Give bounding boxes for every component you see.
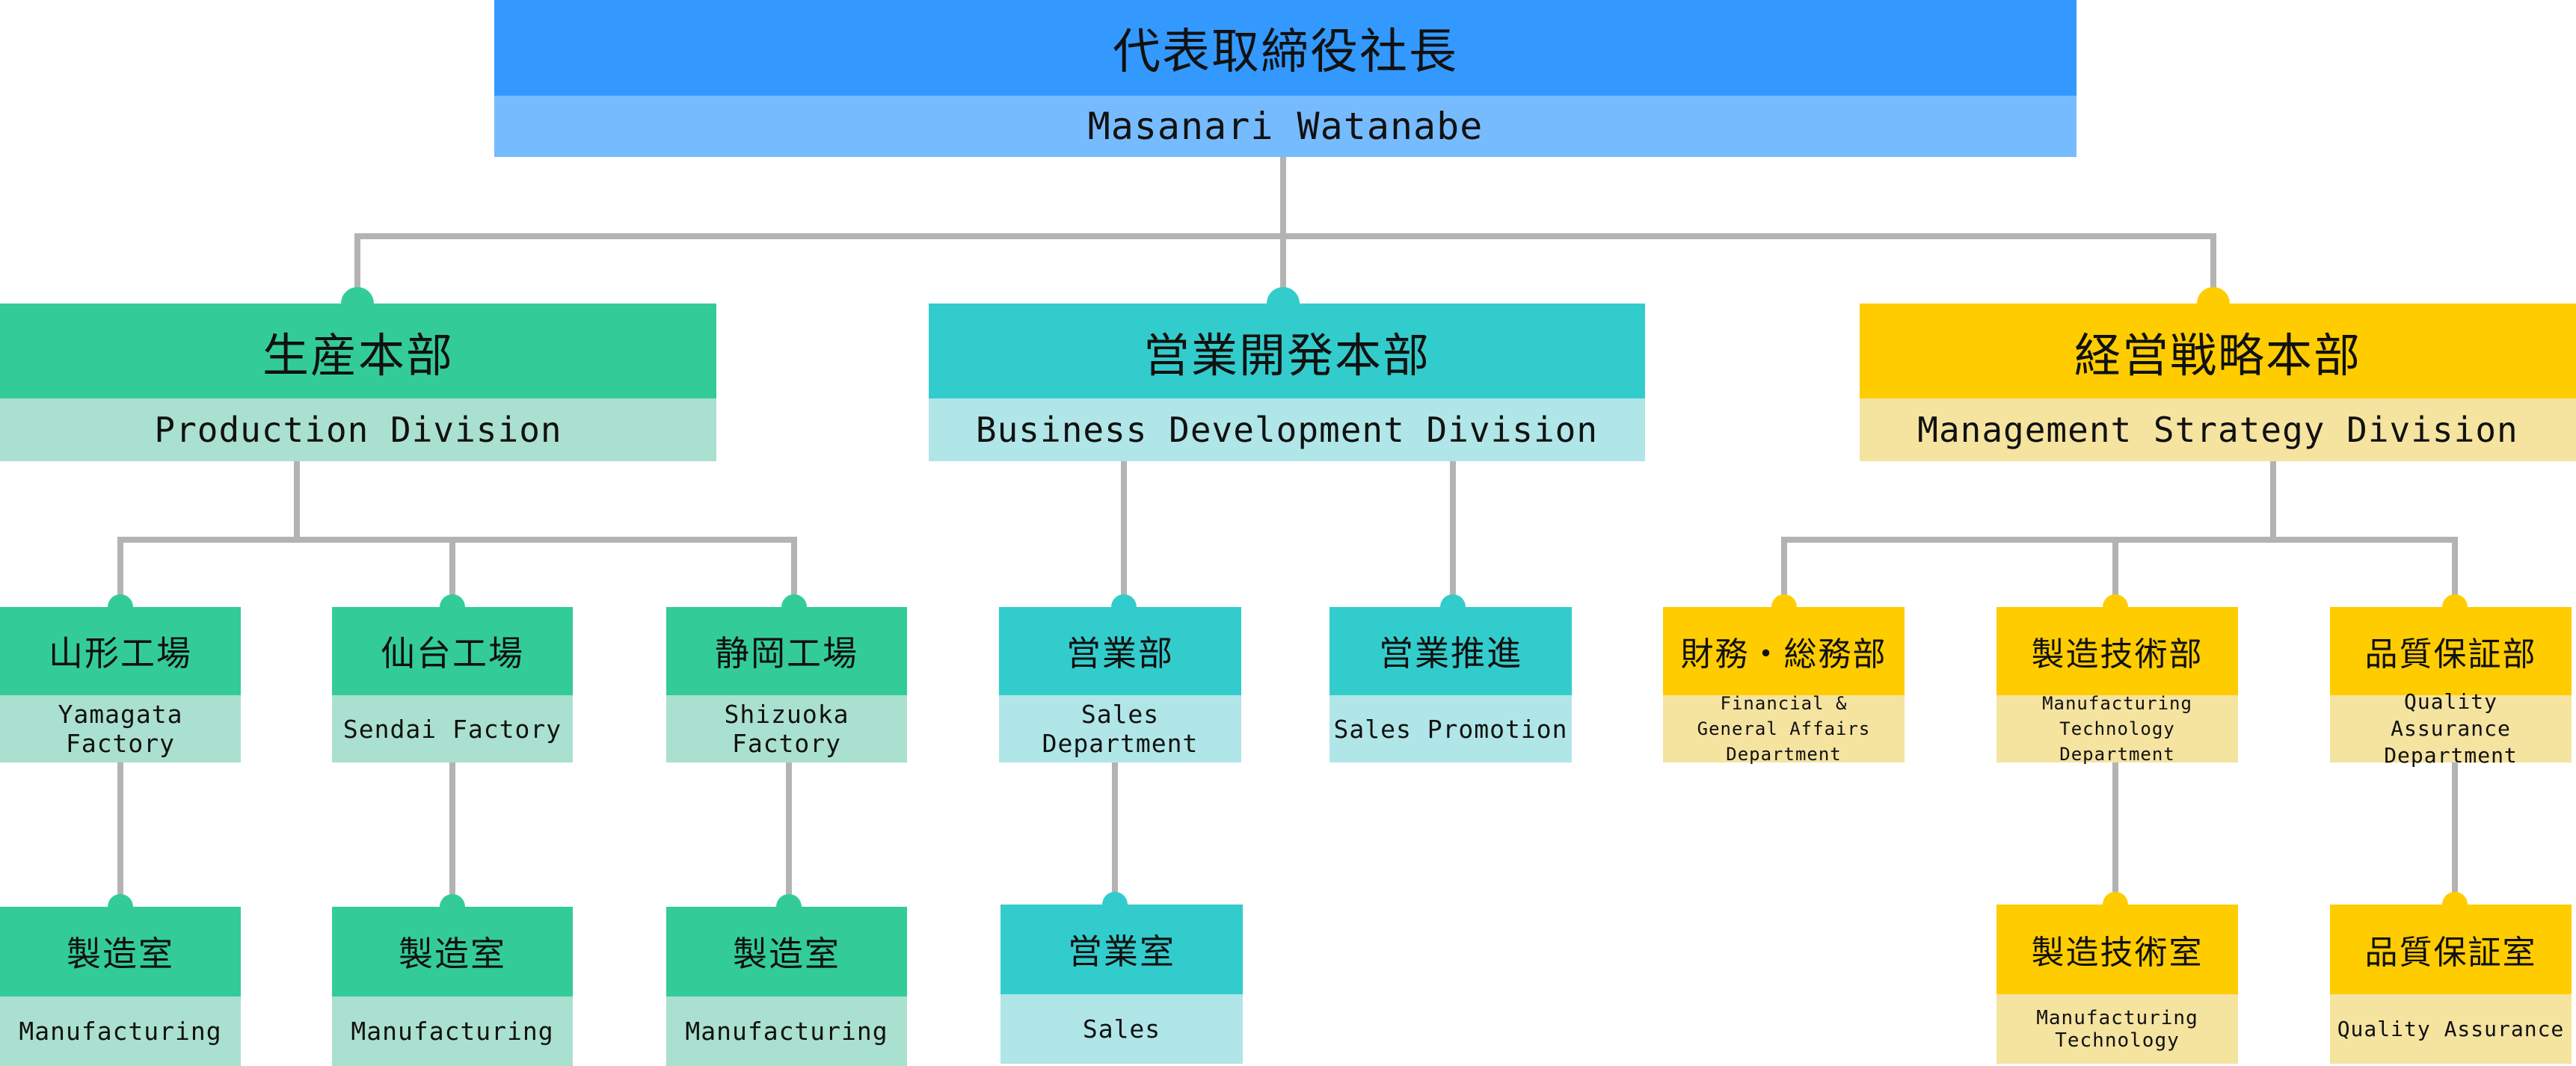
section-manufacturing-technology: 製造技術室 Manufacturing Technology [1996,905,2238,1064]
division-title-ja: 生産本部 [0,304,716,398]
department-title-ja: 静岡工場 [666,607,907,695]
department-shizuoka-factory: 静岡工場 Shizuoka Factory [666,607,907,762]
department-quality-assurance: 品質保証部 Quality Assurance Department [2330,607,2572,768]
department-sendai-factory: 仙台工場 Sendai Factory [332,607,573,762]
section-title-en: Manufacturing [332,996,573,1066]
division-title-en: Management Strategy Division [1860,398,2576,461]
section-title-ja: 営業室 [1000,905,1243,994]
division-management-strategy: 経営戦略本部 Management Strategy Division [1860,304,2576,461]
section-title-en: Manufacturing [0,996,241,1066]
section-title-ja: 製造室 [0,907,241,996]
department-title-ja: 財務・総務部 [1663,607,1905,695]
department-title-en: Quality Assurance Department [2330,689,2572,768]
president-name: Masanari Watanabe [494,96,2077,157]
section-title-en: Manufacturing Technology [1996,994,2238,1064]
department-title-ja: 品質保証部 [2330,607,2572,695]
section-manufacturing-yamagata: 製造室 Manufacturing [0,907,241,1066]
section-manufacturing-shizuoka: 製造室 Manufacturing [666,907,907,1066]
department-title-ja: 仙台工場 [332,607,573,695]
section-sales: 営業室 Sales [1000,905,1243,1064]
division-production: 生産本部 Production Division [0,304,716,461]
section-title-en: Quality Assurance [2330,994,2572,1064]
department-title-ja: 山形工場 [0,607,241,695]
section-quality-assurance: 品質保証室 Quality Assurance [2330,905,2572,1064]
division-business-development: 営業開発本部 Business Development Division [929,304,1645,461]
department-title-en: Sales Department [999,695,1241,762]
department-title-en: Sales Promotion [1330,695,1572,762]
department-title-en: Yamagata Factory [0,695,241,762]
department-title-ja: 製造技術部 [1996,607,2238,695]
department-title-en: Sendai Factory [332,695,573,762]
section-title-en: Sales [1000,994,1243,1064]
section-title-en: Manufacturing [666,996,907,1066]
president-title: 代表取締役社長 [494,0,2077,96]
section-title-ja: 製造室 [666,907,907,996]
division-title-en: Business Development Division [929,398,1645,461]
section-manufacturing-sendai: 製造室 Manufacturing [332,907,573,1066]
department-yamagata-factory: 山形工場 Yamagata Factory [0,607,241,762]
department-financial-general-affairs: 財務・総務部 Financial & General Affairs Depar… [1663,607,1905,765]
division-title-en: Production Division [0,398,716,461]
division-title-ja: 経営戦略本部 [1860,304,2576,398]
president-box: 代表取締役社長 Masanari Watanabe [494,0,2077,157]
section-title-ja: 品質保証室 [2330,905,2572,994]
department-title-en: Manufacturing Technology Department [1996,693,2238,765]
department-sales-promotion: 営業推進 Sales Promotion [1330,607,1572,762]
department-title-ja: 営業部 [999,607,1241,695]
section-title-ja: 製造技術室 [1996,905,2238,994]
department-manufacturing-technology: 製造技術部 Manufacturing Technology Departmen… [1996,607,2238,765]
department-title-en: Shizuoka Factory [666,695,907,762]
department-sales: 営業部 Sales Department [999,607,1241,762]
department-title-en: Financial & General Affairs Department [1663,693,1905,765]
department-title-ja: 営業推進 [1330,607,1572,695]
division-title-ja: 営業開発本部 [929,304,1645,398]
section-title-ja: 製造室 [332,907,573,996]
